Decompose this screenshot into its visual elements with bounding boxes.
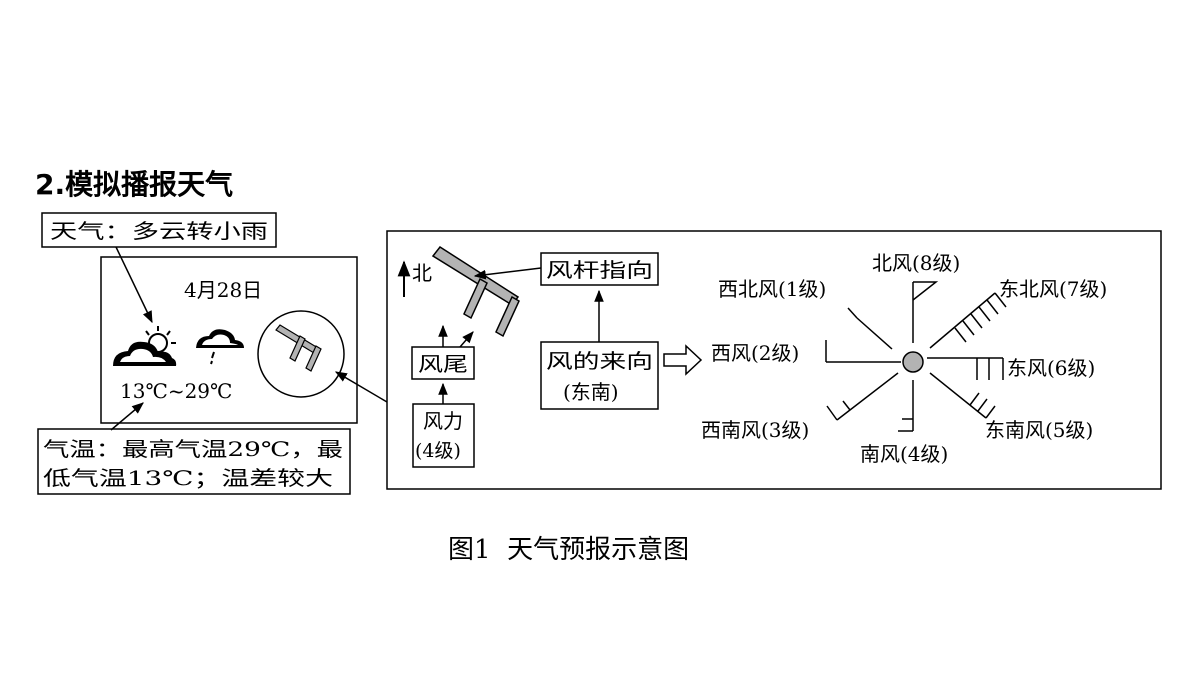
temperature-callout-arrow: [110, 402, 144, 431]
temperature-callout-line2: 低气温13℃；温差较大: [43, 466, 333, 490]
weather-callout: 天气：多云转小雨: [41, 212, 277, 248]
hollow-block-arrow: [663, 344, 703, 376]
section-title: 2.模拟播报天气: [35, 168, 233, 201]
partly-cloudy-sun-icon: [113, 326, 177, 366]
label-northeast-wind: 东北风(7级): [999, 277, 1107, 301]
weather-callout-text: 天气：多云转小雨: [50, 219, 268, 243]
origin-label-line2: (东南): [563, 380, 619, 404]
wind-explanation-panel: 北 风杆指向 风尾 风力 (4级) 风的来向 (东南): [386, 230, 1162, 490]
wind-barb-arrow: [334, 371, 388, 403]
force-label-line2: (4级): [415, 440, 461, 462]
shaft-direction-arrow: [473, 267, 542, 280]
label-west-wind: 西风(2级): [711, 341, 799, 365]
forecast-card: 4月28日 13℃~29℃: [100, 256, 358, 424]
temperature-callout: 气温：最高气温29℃，最 低气温13℃；温差较大: [37, 428, 351, 495]
wind-rose-center: [902, 351, 924, 373]
label-northwest-wind: 西北风(1级): [718, 277, 826, 301]
figure-caption: 图1 天气预报示意图: [448, 535, 689, 565]
temperature-range: 13℃~29℃: [120, 379, 232, 403]
tail-label: 风尾: [418, 352, 468, 376]
label-southeast-wind: 东南风(5级): [985, 418, 1093, 442]
shaft-direction-label: 风杆指向: [546, 258, 653, 282]
tail-arrow-2: [459, 331, 474, 348]
label-north-wind: 北风(8级): [872, 251, 960, 275]
temperature-callout-line1: 气温：最高气温29℃，最: [43, 437, 343, 461]
wind-barb-icon: [257, 310, 345, 398]
origin-label-line1: 风的来向: [546, 349, 653, 373]
label-southwest-wind: 西南风(3级): [701, 418, 809, 442]
label-east-wind: 东风(6级): [1007, 356, 1095, 380]
north-label: 北: [412, 261, 432, 285]
label-south-wind: 南风(4级): [860, 442, 948, 466]
force-label-line1: 风力: [423, 409, 463, 433]
wind-rose: 北风(8级) 西北风(1级) 东北风(7级) 西风(2级) 东风(6级) 西南风…: [701, 251, 1107, 466]
weather-callout-arrow: [115, 246, 153, 324]
rain-cloud-icon: [196, 329, 244, 365]
forecast-date: 4月28日: [184, 278, 262, 302]
